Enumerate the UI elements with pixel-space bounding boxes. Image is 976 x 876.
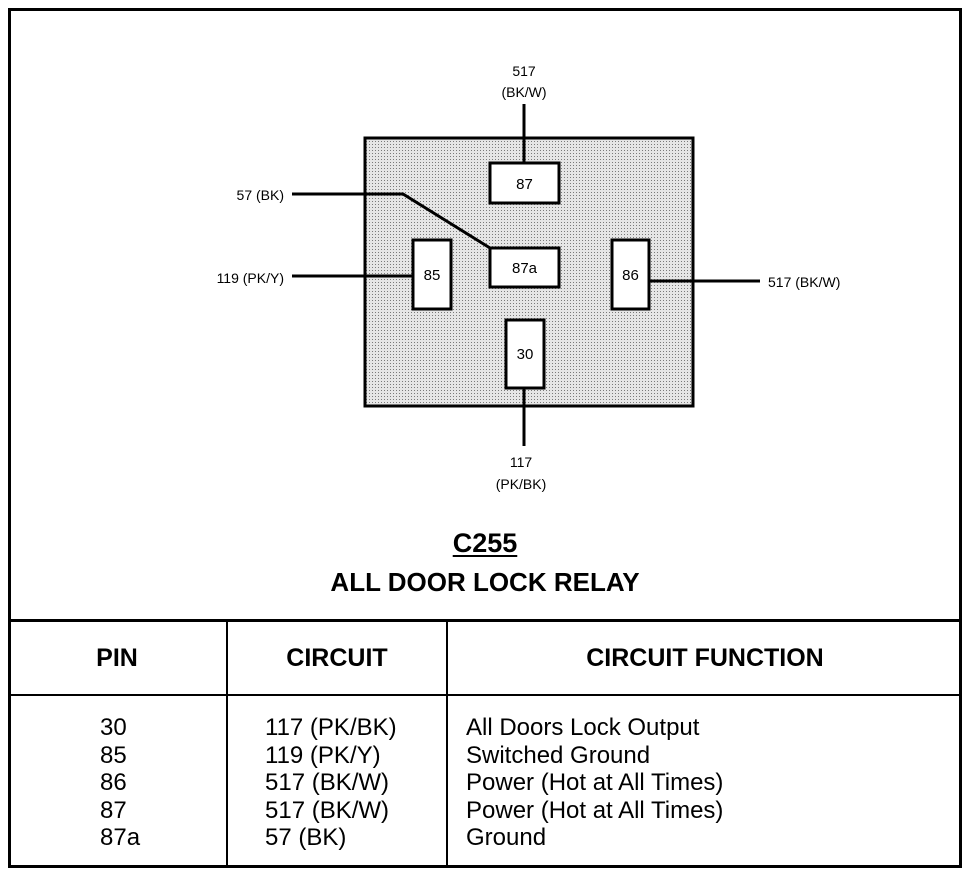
pin-87-box	[488, 161, 561, 205]
header-pin: PIN	[96, 644, 138, 672]
pin-table: PIN CIRCUIT CIRCUIT FUNCTION 30 85 86 87…	[8, 619, 962, 868]
table-cell-pin: 86	[100, 769, 127, 796]
wire-left-upper-label: 57 (BK)	[237, 187, 284, 203]
pin-85-label: 85	[424, 267, 441, 284]
pin-87a-label: 87a	[512, 260, 538, 277]
connector-name: ALL DOOR LOCK RELAY	[330, 567, 640, 597]
wire-bottom-number: 117	[510, 454, 533, 470]
pin-30-label: 30	[517, 346, 534, 363]
table-cell-function: Switched Ground	[466, 741, 651, 769]
pin-30-box	[504, 318, 546, 390]
pin-87-label: 87	[516, 176, 533, 193]
table-cell-function: Power (Hot at All Times)	[466, 796, 724, 824]
pin-86-box	[610, 238, 651, 311]
table-cell-function: Power (Hot at All Times)	[466, 769, 724, 796]
table-cell-circuit: 119 (PK/Y)	[265, 741, 381, 769]
table-cell-circuit: 57 (BK)	[265, 824, 347, 851]
table-cell-function: Ground	[466, 824, 547, 851]
connector-id-text: C255	[452, 528, 518, 558]
wire-top-number: 517	[512, 63, 536, 79]
table-cell-pin: 87a	[100, 824, 141, 851]
wire-left-lower-label: 119 (PK/Y)	[217, 270, 284, 286]
table-cell-pin: 87	[100, 796, 127, 824]
wire-top-color: (BK/W)	[501, 84, 546, 100]
wire-87a-left	[292, 192, 491, 250]
connector-id: C255	[8, 528, 962, 559]
table-divider-1	[226, 622, 228, 868]
table-cell-circuit: 517 (BK/W)	[265, 796, 390, 824]
table-cell-pin: 85	[100, 741, 127, 769]
header-circuit-function: CIRCUIT FUNCTION	[586, 644, 824, 672]
table-cell-function: All Doors Lock Output	[466, 714, 700, 741]
circuit-column: 117 (PK/BK) 119 (PK/Y) 517 (BK/W) 517 (B…	[265, 714, 397, 852]
pin-86-label: 86	[622, 267, 639, 284]
wire-bottom-color: (PK/BK)	[496, 476, 547, 492]
pin-column: 30 85 86 87 87a	[100, 714, 140, 852]
header-circuit: CIRCUIT	[286, 644, 388, 672]
diagram-frame	[8, 8, 962, 868]
wire-right-label: 517 (BK/W)	[768, 274, 840, 290]
table-cell-circuit: 517 (BK/W)	[265, 769, 390, 796]
relay-diagram: 87 87a 85 86 30 517 (BK/W) 57 (BK) 119 (…	[217, 63, 841, 492]
pin-87a-box	[488, 246, 561, 289]
function-column: All Doors Lock Output Switched Ground Po…	[466, 714, 723, 852]
table-cell-circuit: 117 (PK/BK)	[265, 714, 397, 741]
table-divider-2	[446, 622, 448, 868]
table-cell-pin: 30	[100, 714, 127, 741]
pin-85-box	[411, 238, 453, 311]
table-header-divider	[8, 694, 962, 696]
